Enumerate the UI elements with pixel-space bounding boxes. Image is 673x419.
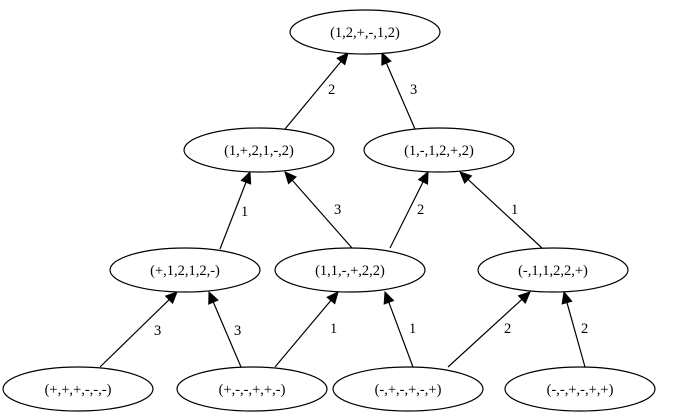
edge-n4-to-n1: 3 — [284, 171, 353, 249]
arrowhead — [336, 52, 349, 66]
edge-line — [99, 299, 170, 368]
node-n0: (1,2,+,-,1,2) — [289, 9, 441, 55]
arrowhead — [459, 171, 473, 185]
edge-n8-to-n5: 2 — [447, 291, 531, 368]
edge-n1-to-n0: 2 — [284, 52, 349, 130]
edge-label: 2 — [328, 82, 335, 98]
edge-line — [467, 179, 543, 249]
edge-line — [291, 179, 353, 249]
edge-n8-to-n4: 1 — [383, 290, 416, 368]
edge-label: 2 — [417, 202, 424, 218]
node-n1: (1,+,2,1,-,2) — [183, 127, 335, 173]
node-label: (1,2,+,-,1,2) — [330, 25, 400, 41]
node-label: (1,+,2,1,-,2) — [224, 143, 294, 159]
edge-line — [566, 302, 586, 368]
edge-line — [284, 61, 342, 130]
edge-label: 3 — [410, 82, 417, 98]
edge-n2-to-n0: 3 — [381, 51, 417, 130]
arrowhead — [208, 290, 219, 305]
node-ellipse — [332, 366, 484, 412]
arrowhead — [326, 291, 339, 305]
node-label: (+,+,+,-,-,-) — [45, 382, 112, 398]
node-n2: (1,-,1,2,+,2) — [363, 127, 515, 173]
edge-label: 3 — [154, 323, 161, 339]
node-n6: (+,+,+,-,-,-) — [2, 366, 154, 412]
node-ellipse — [363, 127, 515, 173]
node-n3: (+,1,2,1,2,-) — [109, 247, 261, 293]
edge-n7-to-n3: 3 — [208, 290, 242, 368]
node-ellipse — [274, 247, 426, 293]
edge-line — [389, 181, 424, 249]
node-n4: (1,1,-,+,2,2) — [274, 247, 426, 293]
node-label: (-,1,1,2,2,+) — [518, 263, 588, 279]
edge-n5-to-n2: 1 — [459, 171, 543, 249]
node-ellipse — [2, 366, 154, 412]
arrowhead — [284, 171, 297, 185]
edge-n9-to-n5: 2 — [561, 290, 588, 368]
node-label: (+,-,-,+,+,-) — [219, 382, 286, 398]
node-ellipse — [176, 366, 328, 412]
arrowhead — [164, 291, 178, 305]
edge-line — [447, 298, 523, 368]
node-ellipse — [477, 247, 629, 293]
edge-label: 2 — [581, 321, 588, 337]
arrowhead — [517, 291, 531, 305]
edge-label: 2 — [504, 321, 511, 337]
arrowhead — [561, 290, 573, 305]
edge-n6-to-n3: 3 — [99, 291, 178, 368]
edge-label: 1 — [511, 202, 518, 218]
node-label: (-,+,-,+,-,+) — [375, 382, 442, 398]
edge-line — [219, 182, 247, 250]
edge-line — [212, 301, 242, 368]
node-ellipse — [504, 366, 656, 412]
node-n8: (-,+,-,+,-,+) — [332, 366, 484, 412]
arrowhead — [381, 51, 392, 66]
edge-n4-to-n2: 2 — [389, 170, 429, 249]
node-n7: (+,-,-,+,+,-) — [176, 366, 328, 412]
edge-label: 1 — [241, 204, 248, 220]
node-ellipse — [289, 9, 441, 55]
edge-n3-to-n1: 1 — [219, 170, 252, 250]
edge-line — [274, 300, 332, 368]
arrowhead — [417, 170, 429, 185]
node-label: (-,-,+,-,+,+) — [547, 382, 614, 398]
node-ellipse — [109, 247, 261, 293]
arrowhead — [383, 290, 395, 305]
edge-line — [388, 302, 414, 368]
node-n5: (-,1,1,2,2,+) — [477, 247, 629, 293]
edges-layer: 2 3 1 3 2 1 3 3 1 1 2 2 — [99, 51, 588, 368]
node-ellipse — [183, 127, 335, 173]
nodes-layer: (1,2,+,-,1,2) (1,+,2,1,-,2) (1,-,1,2,+,2) (… — [2, 9, 656, 412]
edge-n7-to-n4: 1 — [274, 291, 339, 368]
edge-label: 1 — [330, 321, 337, 337]
node-label: (1,1,-,+,2,2) — [315, 263, 385, 279]
node-label: (1,-,1,2,+,2) — [404, 143, 474, 159]
arrowhead — [240, 170, 252, 185]
edge-label: 3 — [334, 202, 341, 218]
edge-label: 1 — [409, 321, 416, 337]
edge-line — [385, 62, 416, 130]
node-label: (+,1,2,1,2,-) — [150, 263, 220, 279]
node-n9: (-,-,+,-,+,+) — [504, 366, 656, 412]
edge-label: 3 — [234, 323, 241, 339]
